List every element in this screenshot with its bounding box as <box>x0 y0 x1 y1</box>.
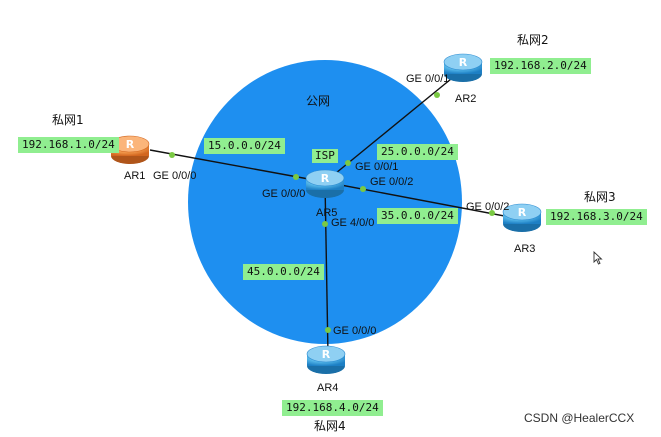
router-icon-ar5[interactable]: R <box>305 169 345 198</box>
link-ar5-ar3 <box>324 181 516 219</box>
port-dot-ar5-ge000 <box>293 174 299 180</box>
svg-text:R: R <box>459 56 468 69</box>
router-icon-ar2[interactable]: R <box>443 53 483 82</box>
port-label-ar3: GE 0/0/2 <box>466 201 510 213</box>
port-dot-ar1 <box>169 152 175 158</box>
svg-text:R: R <box>322 348 331 361</box>
router-name-ar2: AR2 <box>455 93 477 105</box>
subnet-label-ar1-link: 15.0.0.0/24 <box>204 138 285 154</box>
port-label-ar5-to-ar3: GE 0/0/2 <box>370 176 414 188</box>
router-icon-ar3[interactable]: R <box>502 203 542 232</box>
port-label-ar4: GE 0/0/0 <box>333 325 377 337</box>
router-icon-ar4[interactable]: R <box>306 345 346 374</box>
private-network-3-subnet: 192.168.3.0/24 <box>546 209 647 225</box>
svg-text:R: R <box>518 206 527 219</box>
port-label-ar1: GE 0/0/0 <box>153 170 197 182</box>
subnet-label-ar3-link: 35.0.0.0/24 <box>377 208 458 224</box>
public-network-label: 公网 <box>306 94 331 108</box>
private-network-1-title: 私网1 <box>52 113 84 127</box>
private-network-2-subnet: 192.168.2.0/24 <box>490 58 591 74</box>
private-network-4-title: 私网4 <box>314 419 346 433</box>
isp-label: ISP <box>312 149 338 163</box>
private-network-1-subnet: 192.168.1.0/24 <box>18 137 119 153</box>
subnet-label-ar2-link: 25.0.0.0/24 <box>377 144 458 160</box>
router-icon-ar1[interactable]: R <box>110 135 150 164</box>
subnet-label-ar4-link: 45.0.0.0/24 <box>243 264 324 280</box>
svg-text:R: R <box>126 138 135 151</box>
router-name-ar4: AR4 <box>317 382 339 394</box>
port-dot-ar2 <box>434 92 440 98</box>
private-network-2-title: 私网2 <box>517 33 549 47</box>
private-network-3-title: 私网3 <box>584 190 616 204</box>
router-name-ar5: AR5 <box>316 207 338 219</box>
port-dot-ar4 <box>325 327 331 333</box>
svg-text:R: R <box>321 172 330 185</box>
router-name-ar1: AR1 <box>124 170 146 182</box>
port-dot-ar5-ge002 <box>360 186 366 192</box>
link-ar5-ar4 <box>324 181 329 356</box>
port-label-ar5-to-ar4: GE 4/0/0 <box>331 217 375 229</box>
router-name-ar3: AR3 <box>514 243 536 255</box>
port-dot-ar3 <box>489 210 495 216</box>
port-label-ar5-to-ar1: GE 0/0/0 <box>262 188 306 200</box>
port-label-ar2: GE 0/0/1 <box>406 73 450 85</box>
port-dot-ar5-ge001 <box>345 160 351 166</box>
port-label-ar5-to-ar2: GE 0/0/1 <box>355 161 399 173</box>
watermark: CSDN @HealerCCX <box>524 411 635 425</box>
mouse-cursor-icon <box>593 251 603 265</box>
port-dot-ar5-ge400 <box>322 221 328 227</box>
private-network-4-subnet: 192.168.4.0/24 <box>282 400 383 416</box>
